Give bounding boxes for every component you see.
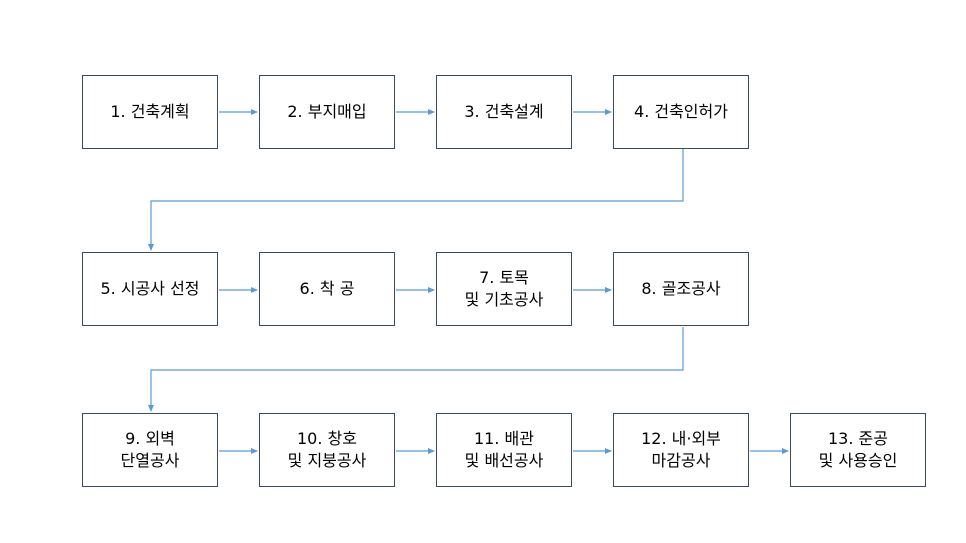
step-2-box: 2. 부지매입 [259, 75, 395, 149]
step-13-box: 13. 준공 및 사용승인 [790, 413, 926, 487]
step-6-box: 6. 착 공 [259, 252, 395, 326]
step-10-box: 10. 창호 및 지붕공사 [259, 413, 395, 487]
arrow-4-5 [148, 149, 684, 251]
step-4-box: 4. 건축인허가 [613, 75, 749, 149]
step-12-box: 12. 내·외부 마감공사 [613, 413, 749, 487]
step-7-box: 7. 토목 및 기초공사 [436, 252, 572, 326]
step-3-box: 3. 건축설계 [436, 75, 572, 149]
step-8-box: 8. 골조공사 [613, 252, 749, 326]
step-5-box: 5. 시공사 선정 [82, 252, 218, 326]
step-11-box: 11. 배관 및 배선공사 [436, 413, 572, 487]
step-1-box: 1. 건축계획 [82, 75, 218, 149]
step-9-box: 9. 외벽 단열공사 [82, 413, 218, 487]
arrow-8-9 [148, 327, 684, 412]
